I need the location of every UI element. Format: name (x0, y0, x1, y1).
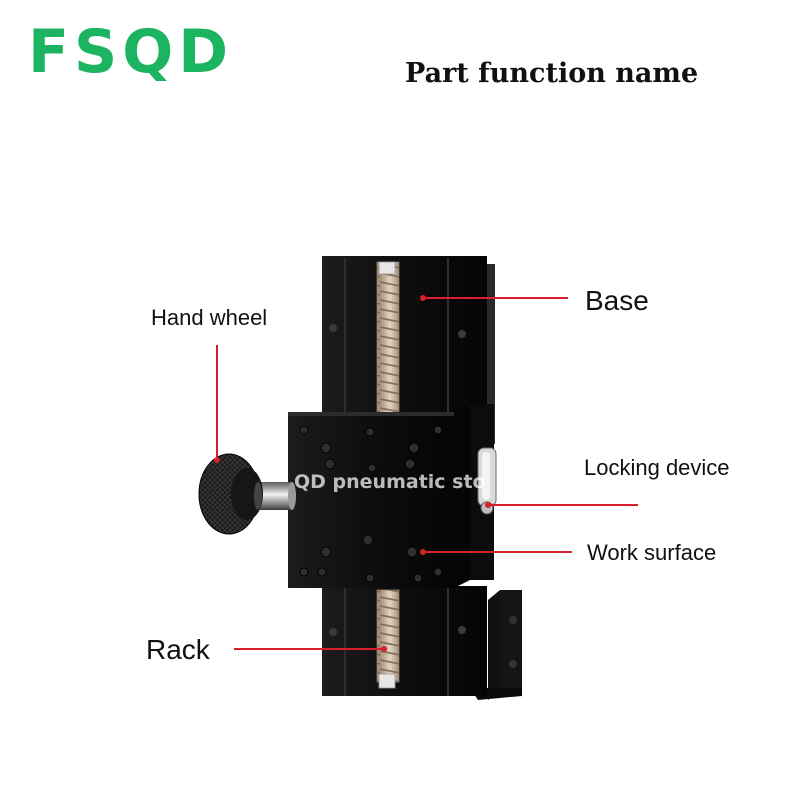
leader-lines (214, 295, 638, 652)
brand-logo: FSQD (28, 17, 234, 87)
hand-wheel (198, 453, 296, 535)
label-base: Base (585, 285, 649, 316)
label-locking-device: Locking device (584, 455, 730, 480)
base-rail (322, 256, 495, 444)
watermark-text: QD pneumatic sto (294, 471, 486, 493)
label-hand-wheel: Hand wheel (151, 305, 268, 330)
work-surface-carriage (288, 404, 494, 588)
label-rack: Rack (146, 634, 210, 665)
diagram-title: Part function name (405, 58, 699, 89)
locking-device (477, 447, 497, 515)
label-work-surface: Work surface (587, 540, 717, 565)
rack-gear (376, 261, 400, 689)
base-rail-lower (322, 586, 487, 696)
